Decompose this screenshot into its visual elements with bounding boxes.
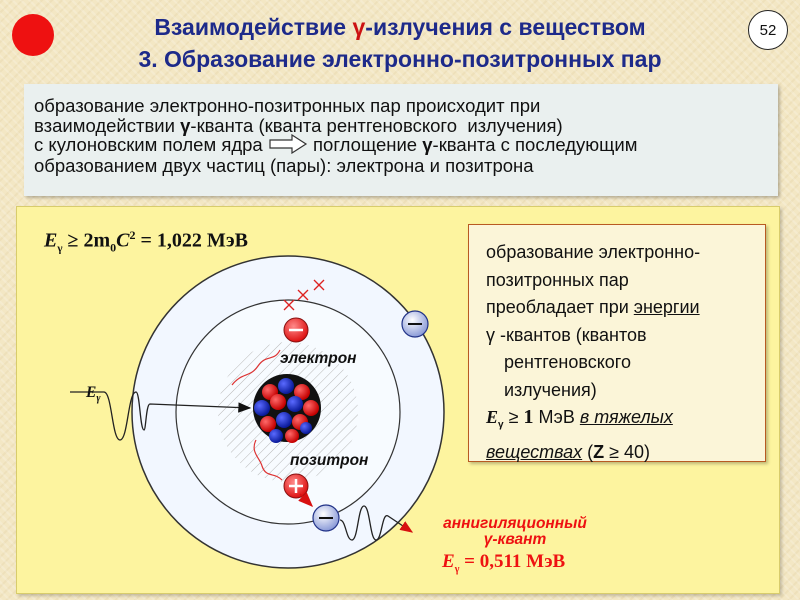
positron-icon [283, 473, 309, 499]
arrow-right-icon [269, 134, 307, 155]
shell-electron-icon [401, 310, 429, 338]
electron-label: электрон [280, 350, 357, 367]
annihilation-electron-icon [312, 504, 340, 532]
red-dot-icon [12, 14, 54, 56]
electron-icon [283, 317, 309, 343]
threshold-formula: Eγ ≥ 2m0C2 = 1,022 МэВ [44, 228, 248, 255]
intro-text: образование электронно-позитронных пар п… [34, 95, 638, 177]
annihilation-gamma-wave [339, 505, 414, 541]
page-title: Взаимодействие γ-излучения с веществом [154, 14, 646, 40]
electron-track [283, 279, 325, 311]
intro-box: образование электронно-позитронных пар п… [24, 84, 778, 196]
positron-squiggle [253, 439, 283, 481]
info-text: образование электронно- позитронных пар … [486, 242, 701, 463]
incoming-energy-label: Eγ [86, 384, 101, 405]
positron-label: позитрон [290, 452, 369, 469]
info-box: образование электронно- позитронных пар … [468, 224, 766, 462]
page-subtitle: 3. Образование электронно-позитронных па… [138, 46, 662, 72]
page-number: 52 [748, 10, 788, 50]
positron-arrow [298, 492, 314, 508]
annihilation-energy: Eγ = 0,511 МэВ [442, 551, 566, 575]
incoming-gamma-wave [70, 391, 252, 441]
electron-squiggle [231, 349, 281, 386]
annihilation-label: аннигиляционный γ-квант [443, 515, 587, 548]
nucleus-icon [253, 374, 321, 443]
